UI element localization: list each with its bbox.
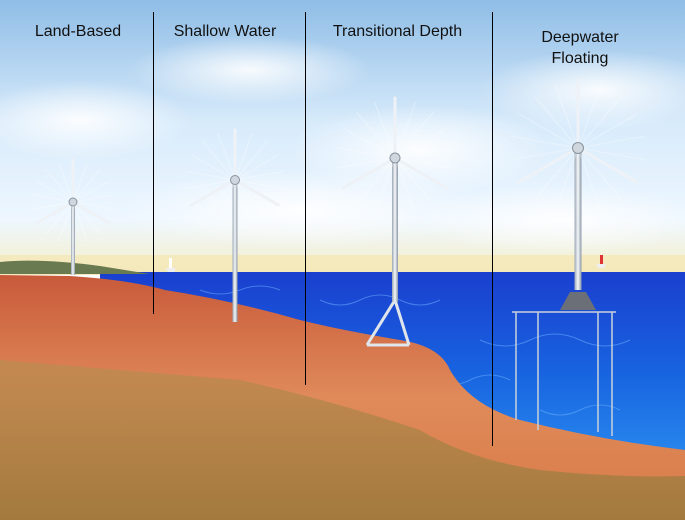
turbines xyxy=(31,78,646,436)
label-shallow-water: Shallow Water xyxy=(173,23,277,40)
shallow-turbine xyxy=(185,128,285,322)
transitional-turbine xyxy=(335,96,455,347)
land-turbine xyxy=(31,158,115,275)
divider-3 xyxy=(492,12,493,446)
divider-2 xyxy=(305,12,306,385)
floating-turbine xyxy=(510,78,646,436)
divider-1 xyxy=(153,12,154,314)
label-deepwater: Deepwater xyxy=(541,29,619,46)
boats xyxy=(166,255,606,272)
label-transitional-depth: Transitional Depth xyxy=(332,23,463,40)
water-caustics xyxy=(199,285,631,416)
label-land-based: Land-Based xyxy=(34,23,122,40)
label-floating: Floating xyxy=(551,50,609,67)
clouds xyxy=(0,35,685,255)
subsoil xyxy=(0,360,685,520)
